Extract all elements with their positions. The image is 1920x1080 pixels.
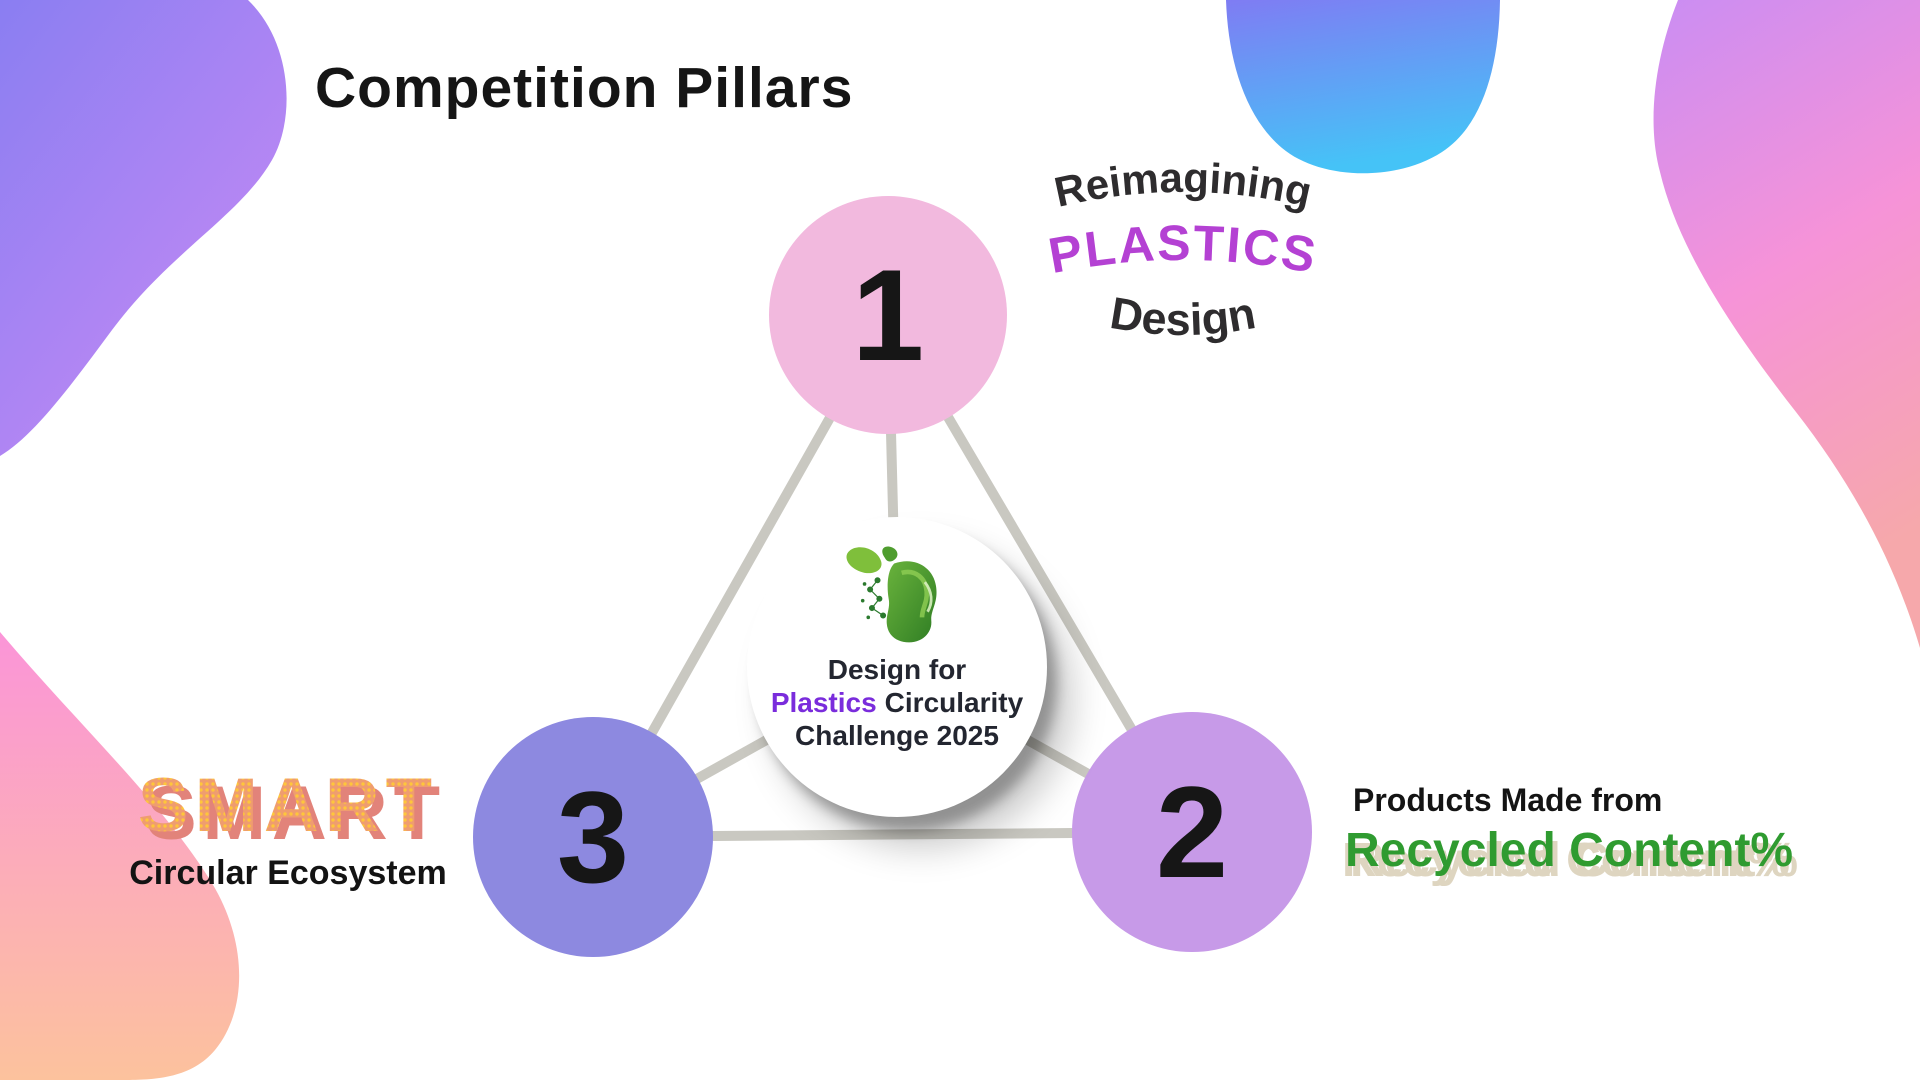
pillar3-smart-extrusion: SMART [146, 776, 446, 852]
pink-blob-right [1653, 0, 1920, 648]
pillar-circle-2: 2 [1072, 712, 1312, 952]
pillar3-smart-wordmark: SMART SMART [138, 768, 440, 852]
pillar-number-1: 1 [851, 242, 925, 388]
pillar1-label-line3: Design [1107, 287, 1259, 345]
pillar3-label: SMART SMART Circular Ecosystem [108, 768, 468, 893]
pillar3-label-line1: SMART [137, 763, 439, 848]
pillar3-label-line2: Circular Ecosystem [129, 854, 447, 892]
badge-line2-rest: Circularity [884, 687, 1024, 718]
slide-title: Competition Pillars [315, 56, 854, 120]
leaf-head-logo-icon [846, 546, 937, 643]
pillar-circle-1: 1 [769, 196, 1007, 434]
pillar1-wordmark: Reimagining PLASTICS Design [1044, 154, 1321, 345]
badge-line2-accent: Plastics [770, 687, 877, 718]
badge-line1: Design for [827, 654, 967, 685]
pillar2-label-line1: Products Made from [1353, 782, 1663, 818]
pillar-circle-3: 3 [473, 717, 713, 957]
pillar1-label-line2: PLASTICS [1044, 215, 1319, 284]
pillar2-label: Products Made from Recycled Content% [1345, 782, 1865, 878]
purple-blob-top-left [0, 0, 287, 456]
blue-blob-top [1226, 0, 1500, 174]
pillar1-label-line1: Reimagining [1050, 154, 1316, 216]
svg-text:PLASTICS: PLASTICS [1044, 215, 1321, 284]
peach-blob-bottom-left [0, 632, 240, 1080]
pillar-number-2: 2 [1155, 759, 1229, 905]
svg-text:Reimagining: Reimagining [1050, 154, 1316, 216]
badge-line3: Challenge 2025 [795, 720, 999, 751]
svg-text:Design: Design [1107, 287, 1259, 345]
pillar2-label-line2: Recycled Content% [1345, 824, 1794, 877]
pillar-number-3: 3 [556, 764, 630, 910]
